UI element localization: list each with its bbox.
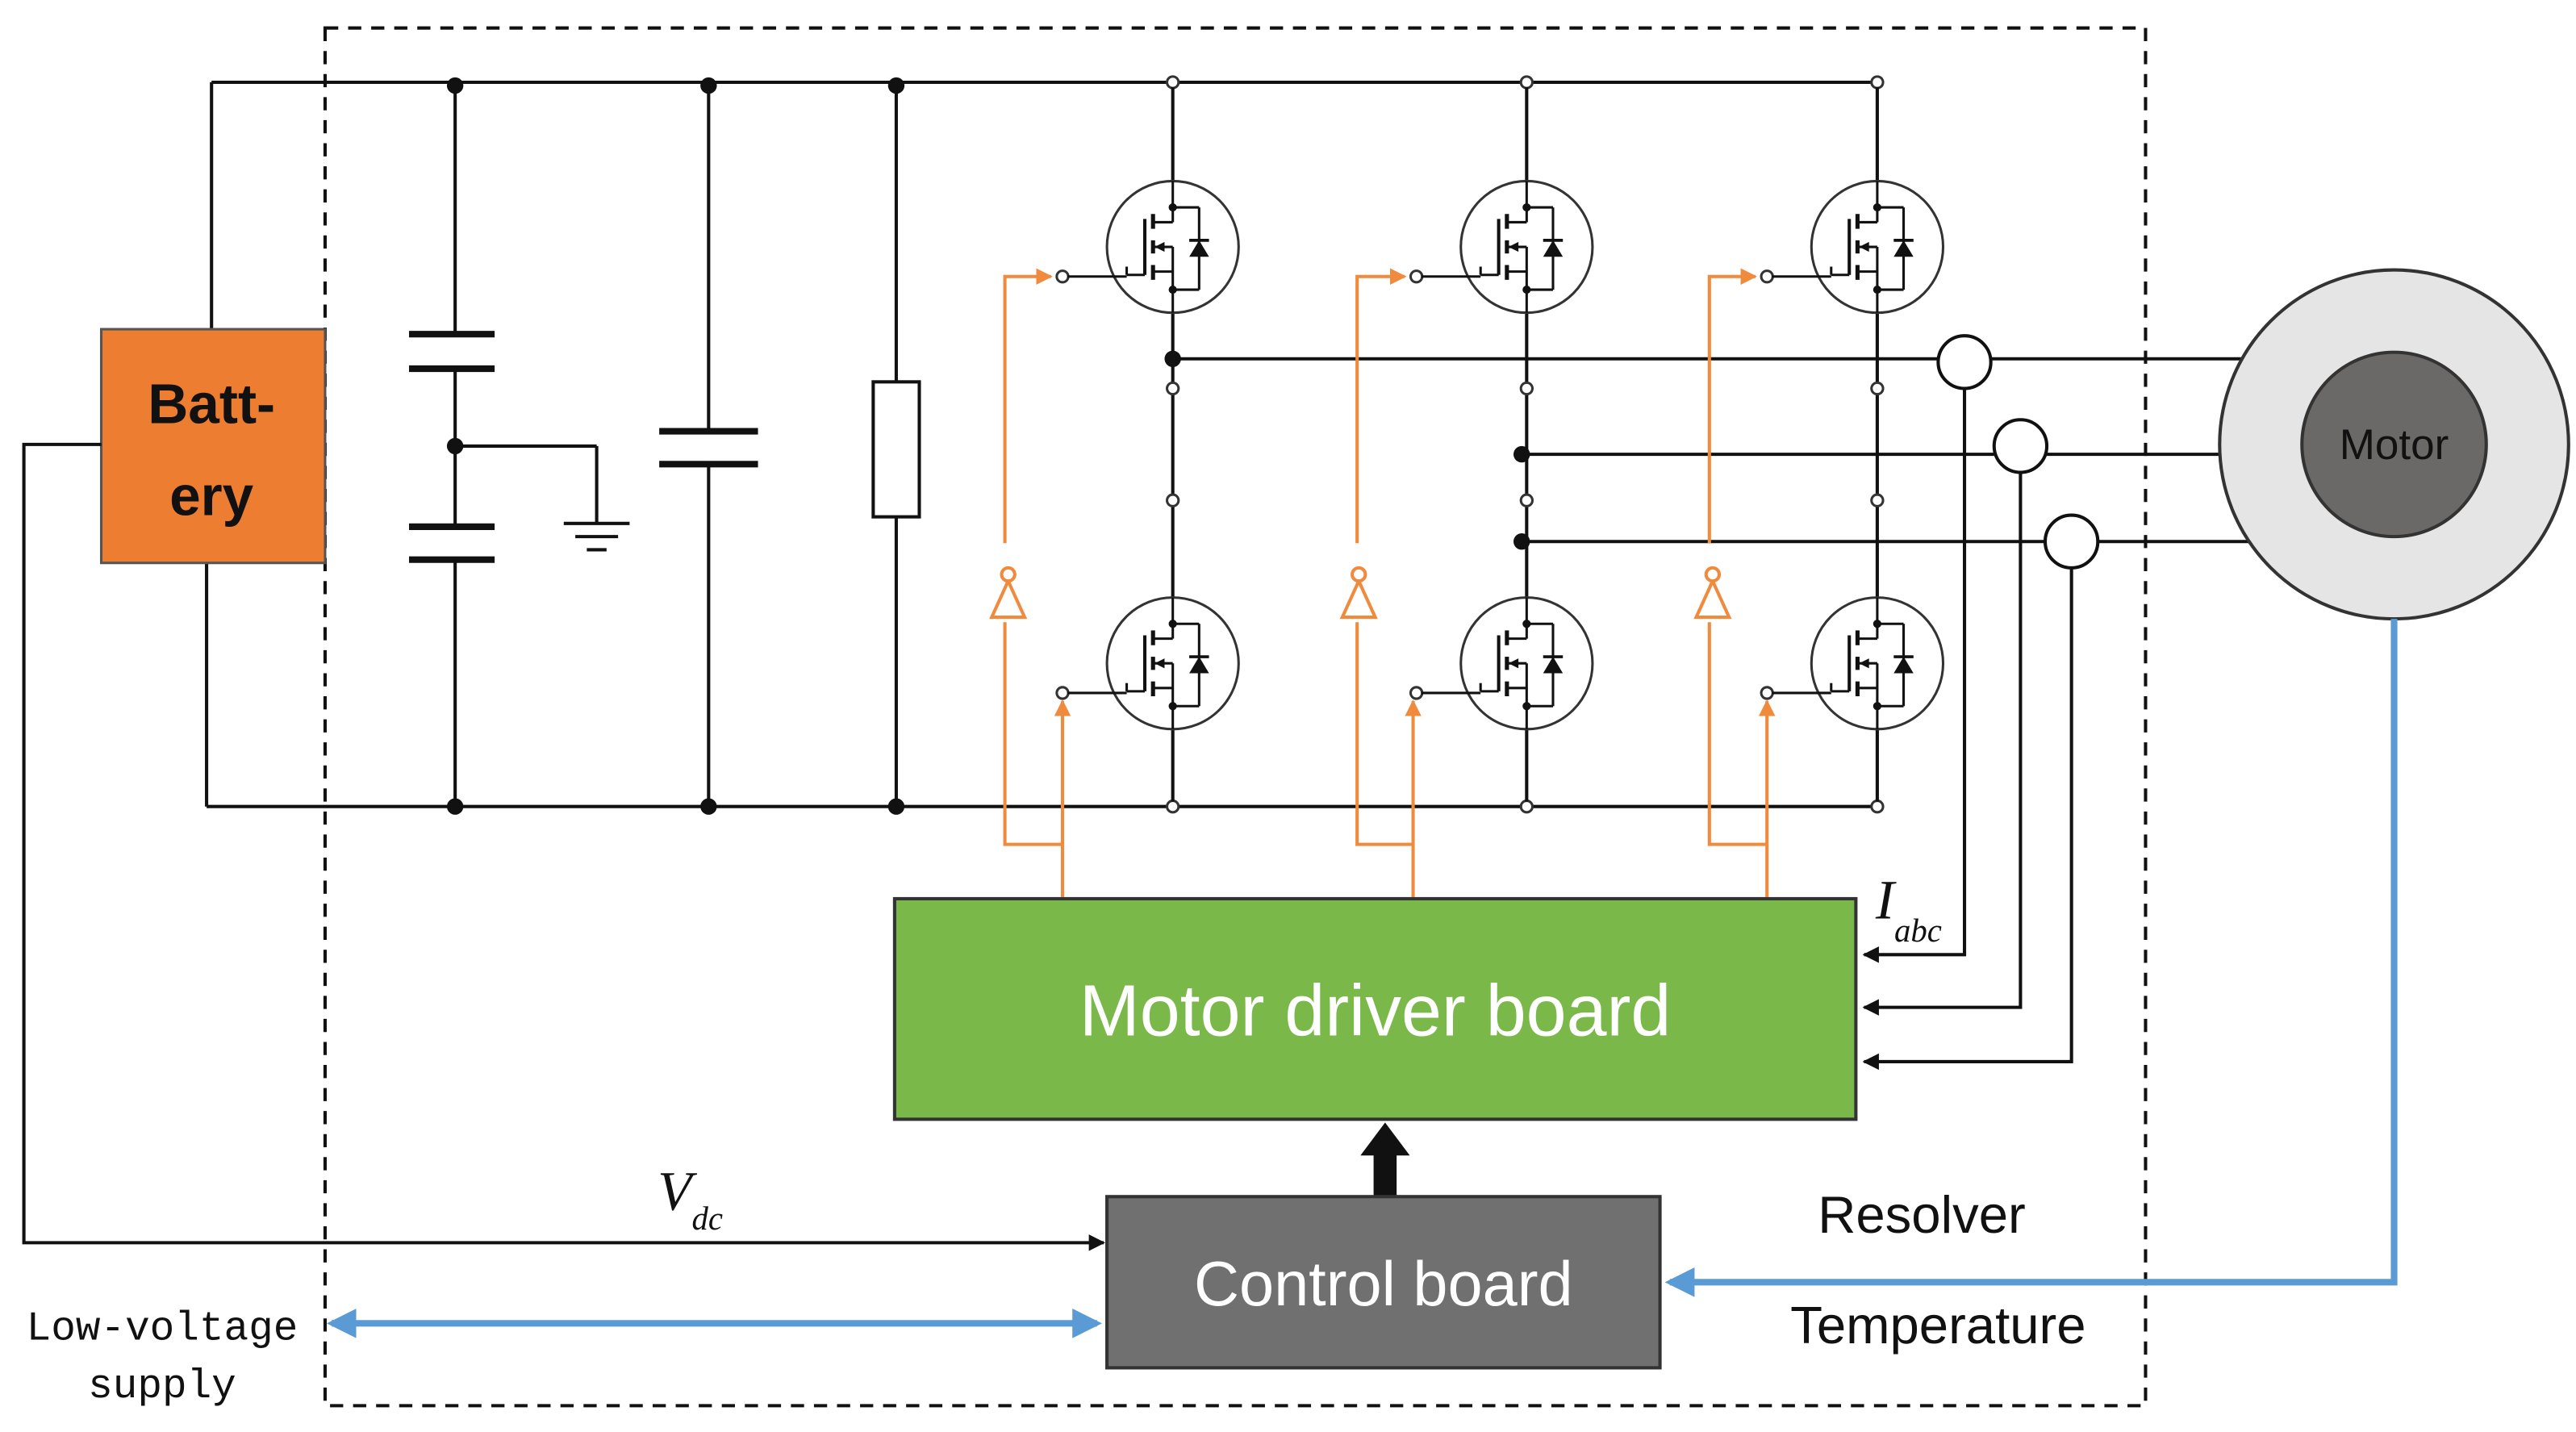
mosfet-icon-b-high (1461, 181, 1593, 312)
phase-outputs (1172, 357, 2263, 544)
mosfet-icon-c-low (1811, 598, 1943, 729)
inverter-enclosure (323, 26, 2148, 1408)
current-sensors (1936, 334, 2100, 570)
supply-label: supply (88, 1364, 236, 1410)
current-sensor-icon-b (1992, 418, 2049, 474)
motor: Motor (2218, 268, 2570, 621)
resolver-label: Resolver (1818, 1185, 2026, 1244)
split-capacitor-stack (409, 86, 599, 807)
ground-icon (563, 521, 630, 552)
current-feedback-wires (1862, 388, 2073, 1071)
mosfet-icon-c-high (1811, 181, 1943, 312)
current-sensor-icon-a (1936, 334, 1993, 390)
mosfet-icon-a-high (1107, 181, 1238, 312)
dc-bus (205, 80, 1877, 808)
vdc-sense-wire (22, 442, 1106, 1251)
control-board: Control board (1105, 1195, 1662, 1370)
battery-label: Batt- (148, 372, 275, 435)
battery-label-2: ery (169, 465, 254, 528)
battery: Batt- ery (99, 328, 327, 565)
command-arrow (1360, 1122, 1410, 1197)
gate-drive-signals (1003, 268, 1776, 897)
current-label: Iabc (1875, 869, 1942, 949)
resolver-link (1664, 619, 2398, 1297)
low-voltage-label: Low-voltage (27, 1307, 299, 1353)
temperature-label: Temperature (1790, 1296, 2085, 1355)
motor-driver-board: Motor driver board (892, 896, 1858, 1121)
motor-label: Motor (2340, 421, 2449, 469)
mosfet-icon-b-low (1461, 598, 1593, 729)
control-board-label: Control board (1194, 1250, 1573, 1319)
current-sensor-icon-c (2043, 513, 2100, 570)
inverter-leg-c (1760, 87, 1943, 802)
inverter-leg-b (1409, 87, 1593, 802)
dc-link-capacitor (659, 86, 758, 807)
mosfet-icon-a-low (1107, 598, 1238, 729)
not-gate-icon-b (1342, 568, 1376, 617)
not-gate-icon-c (1696, 568, 1729, 617)
discharge-resistor (871, 86, 921, 807)
inverter-leg-a (1055, 87, 1238, 802)
motor-driver-label: Motor driver board (1079, 971, 1671, 1051)
midpoint-junction (446, 437, 464, 455)
vdc-label: Vdc (658, 1161, 723, 1237)
not-gate-icon-a (992, 568, 1025, 617)
